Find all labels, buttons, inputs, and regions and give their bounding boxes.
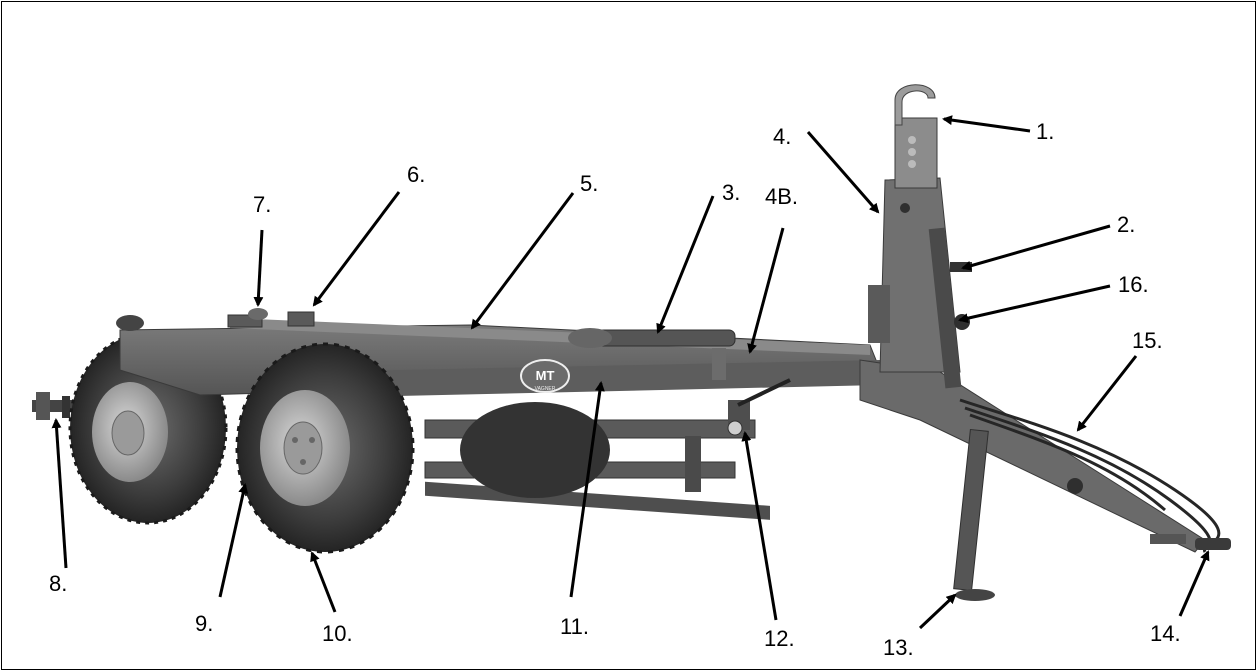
arrow-9 — [218, 483, 249, 598]
arrow-13 — [918, 593, 957, 630]
callout-6: 6. — [407, 162, 425, 187]
rear-wheel-front — [235, 342, 415, 554]
callout-13: 13. — [883, 635, 914, 660]
brand-badge: MT VAGNER — [520, 359, 570, 393]
callout-10: 10. — [322, 621, 353, 646]
arrow-7 — [253, 229, 264, 307]
hook-arm-tower — [868, 84, 972, 389]
callout-9: 9. — [195, 611, 213, 636]
arrow-2 — [961, 224, 1111, 271]
top-hydraulic-ram — [568, 328, 736, 380]
arrow-4b — [747, 227, 785, 354]
drawbar-eye — [1150, 534, 1231, 550]
callout-15: 15. — [1132, 328, 1163, 353]
arrow-5 — [470, 192, 575, 330]
callout-16: 16. — [1118, 272, 1149, 297]
callout-labels: 1. 2. 3. 4. 4B. 5. 6. 7. 8. 9. 10. 11. 1… — [49, 119, 1181, 660]
callout-3: 3. — [722, 180, 740, 205]
brand-badge-text: MT — [536, 368, 555, 383]
rear-wheel-hidden — [460, 402, 610, 498]
callout-8: 8. — [49, 571, 67, 596]
brand-badge-subtext: VAGNER — [535, 386, 556, 392]
oil-tank-caps — [116, 308, 315, 331]
arrow-16 — [958, 284, 1111, 324]
callout-1: 1. — [1036, 119, 1054, 144]
arrow-8 — [51, 418, 68, 569]
callout-11: 11. — [560, 614, 589, 639]
callout-14: 14. — [1150, 621, 1181, 646]
arrow-3 — [656, 195, 715, 334]
arrow-4 — [806, 131, 880, 214]
callout-7: 7. — [253, 192, 271, 217]
arrow-14 — [1178, 550, 1210, 617]
callout-5: 5. — [580, 171, 598, 196]
callout-4b: 4B. — [765, 184, 798, 209]
callout-12: 12. — [764, 626, 795, 651]
support-leg — [953, 428, 995, 601]
arrow-6 — [312, 191, 401, 307]
callout-arrows — [51, 115, 1210, 630]
arrow-15 — [1076, 355, 1138, 432]
arrow-11 — [569, 381, 605, 598]
arrow-1 — [942, 115, 1031, 133]
rear-hitch — [32, 392, 74, 420]
arrow-12 — [741, 431, 778, 621]
arrow-10 — [310, 551, 337, 613]
callout-4: 4. — [773, 124, 791, 149]
callout-2: 2. — [1117, 212, 1135, 237]
control-valve-lever — [727, 378, 791, 436]
